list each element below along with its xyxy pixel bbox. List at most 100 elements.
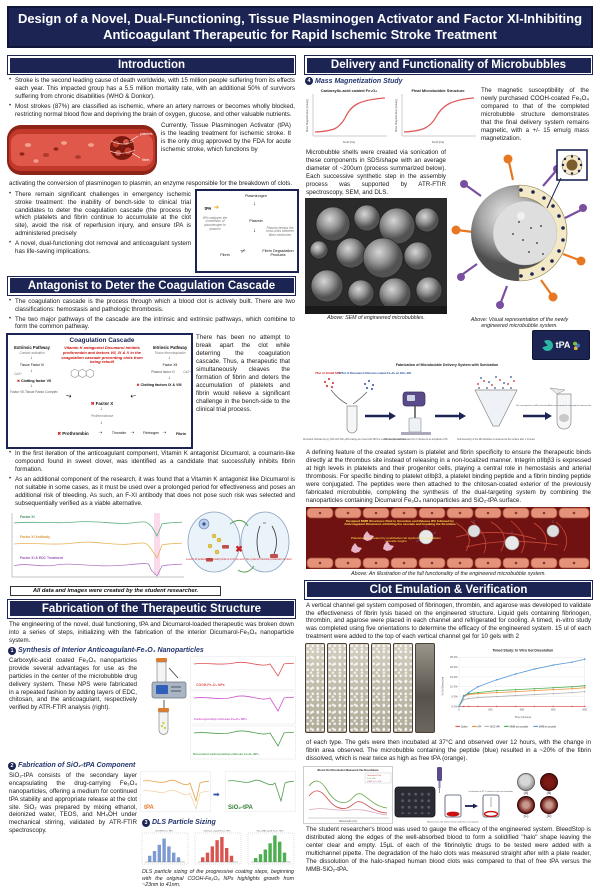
dls-caption: DLS particle sizing of the progressive c… [142,868,294,889]
intro-section-header: Introduction [7,55,296,75]
vessel-figure [306,506,590,569]
well-plate-procedure-figure: Blood covers the interior of the well pr… [394,767,513,824]
gel-photo [305,643,325,734]
artery-label-platelets: platelets [140,132,153,136]
svg-text:MMB w/o peptide: MMB w/o peptide [509,726,528,729]
blood-legend-1: Untreated Clot [367,774,381,777]
well-label-c: (C) [523,813,529,818]
extrinsic-pathway-label: Extrinsic Pathway [14,345,50,351]
factor12-label: Factor XII [162,363,178,368]
sonication-cap3: Self-Assembly of the Microbubbles is ach… [457,438,536,441]
np-label: 375ul of Dicumarol-Chitosan coated Fe₃O₄… [339,371,412,375]
antagonist-bullet-4: As an additional component of the resear… [9,476,295,508]
targeting-para: A defining feature of the created system… [306,449,591,504]
tpa-side-text: Currently, Tissue Plasminogen Activator … [161,121,291,153]
step1-body: Carboxylic-acid coated Fe₃O₄ nanoparticl… [9,656,137,712]
halo-well-b [540,772,558,791]
fibrin-label: Fibrin [220,252,230,257]
vessel-caption: Above: An illustration of the full funct… [351,570,546,577]
tpa-sio2-ftir-figure: tPA ➡ SiO₂-tPA [140,771,296,812]
fabrication-section-header: Fabrication of the Therapeutic Structure [7,598,296,619]
svg-text:400: 400 [520,708,525,712]
cascade-title: Coagulation Cascade [69,337,135,345]
vessel-note-1: Designed MMB Structures Bind to thrombus… [344,518,456,527]
mag-chart1-ylabel: Mass Magnetization [emu/g] [305,99,309,132]
vessel-note-2: Platelets are activated by endothelial c… [351,535,441,544]
coating-ftir-label-3: Dicoumarol-carboxymethyl-chitosan-Fe₃O₄ … [193,752,259,756]
intro-section-title: Introduction [9,57,294,73]
tpa-arrow-icon: ➔ [214,204,220,211]
step3-number-badge: 3 [142,818,150,827]
intro-challenges-row: There remain significant challenges in e… [6,188,299,273]
factor11-label: Plasma factor XI [151,370,175,375]
bubble-stack: Above: Visual representation of the newl… [449,148,590,360]
step1-title: Synthesis of Interior Anticoagulant-Fe₃O… [18,647,204,655]
magnetization-chart-cooh: Carboxylic-acid coated Fe₃O₄ Mass Magnet… [305,88,387,144]
degradation-products-label: Fibrin Degradation Products [262,248,294,257]
magnetization-side-text: The magnetic susceptibility of the newly… [481,87,589,142]
step3-heading: 3 DLS Particle Sizing [142,818,296,827]
svg-text:Saline: Saline [461,726,468,729]
right-arrow-icon: ➡ [213,790,220,799]
sonication-cap2: The sample was sonicated for 2 minutes a… [384,438,448,441]
thromboplastin-label: Tissue thromboplastin [154,351,186,356]
step2-row: SiO₂-tPA consists of the secondary layer… [6,771,297,889]
fibrinogen-label: Fibrinogen [142,431,160,436]
well-label-d: (D) [546,813,552,818]
funnel-assembly [474,376,518,427]
ca-label-left: Ca2+ [14,372,22,377]
factor7-complex-label: Factor VII-Tissue Factor Complex [10,390,58,395]
cascade-fibrin-label: Fibrin [176,432,186,437]
step2-body: SiO₂-tPA consists of the secondary layer… [9,771,137,835]
poster-title: Design of a Novel, Dual-Functioning, Tis… [7,6,593,48]
fxi-antibody-cycle-figure: XI ✖ Enhanced F-XI Antibody chemically b… [186,511,292,573]
mag-chart2-ylabel: Mass Magnetization [emu/g] [394,99,398,132]
svg-text:600: 600 [551,708,556,712]
interior-particles [511,221,544,255]
vessel-illustration: Designed MMB Structures Bind to thrombus… [306,506,591,569]
thrombin-label: Thrombin [111,431,127,436]
ftir-legend-factor-xi: Factor XI [20,515,35,519]
gel-photo [371,643,391,734]
tpa-logo-wrap: tPA [449,330,590,360]
antagonist-section-title: Antagonist to Deter the Coagulation Casc… [9,278,294,294]
svg-text:15.0%: 15.0% [450,675,458,679]
down-arrow-icon: ↓ [30,355,33,362]
right-arrow-icon: ➝ [162,430,167,437]
step2-heading: 2 Fabrication of SiO₂-tPA Component [8,761,295,770]
svg-text:200: 200 [488,708,493,712]
clot-para-3: The student researcher's blood was used … [306,826,591,873]
down-arrow-icon: ↓ [253,227,256,234]
synthesis-tubes-figure [151,657,187,735]
dls-panel2-title: Chitosan coated Fe₃O₄ NPs [203,829,231,832]
mag-chart2-xlabel: Field [Oe] [432,140,444,144]
pipette-icon [437,767,442,794]
gel-photo [415,643,435,734]
blood-chart-title: Blood Clot Dissolution Measured Via Abso… [318,768,380,772]
procedure-step-label-2: Incubation at 37°C induces halo clot for… [469,790,513,793]
cascade-row: Coagulation Cascade Vitamin K antagonist… [6,333,297,450]
halo-well-c [517,795,535,814]
right-arrow-icon: ➝ [98,430,103,437]
mmb-bubbles [415,519,560,550]
tpa-logo-text: tPA [555,340,571,350]
sem-micrograph [305,197,447,314]
blood-legend-3: MMB-SiO₂-tPA [367,780,382,783]
endothelium-top [306,507,590,518]
intrinsic-pathway-label: Intrinsic Pathway [152,345,188,351]
svg-text:25.0%: 25.0% [450,655,458,659]
prothrombin-label: ✖ Prothrombin [57,431,89,437]
halo-well-d [540,795,558,814]
tpa-spectrum-label: tPA [144,805,155,811]
tpa-note: tPA catalyzes the conversion of plasmino… [202,215,228,231]
step1-number-badge: 1 [8,646,16,655]
factor9-8-label: ✖ Clotting factors IX & VIII [136,383,182,388]
factor-x-label: ✖ Factor X [90,401,114,407]
mag-chart1-title: Carboxylic-acid coated Fe₃O₄ [321,88,378,93]
antagonist-bullet-list-2: In the first iteration of the anticoagul… [8,450,297,508]
down-arrow-icon: ↓ [100,406,103,413]
timed-chart-ylabel: % Gel Dissolved [441,676,445,695]
halo-well-a [517,772,535,791]
cycle-interrupt-note: Enhanced F-XI Antibody chemically binds … [186,558,292,561]
blood-legend-2: Free tPA [367,777,376,780]
